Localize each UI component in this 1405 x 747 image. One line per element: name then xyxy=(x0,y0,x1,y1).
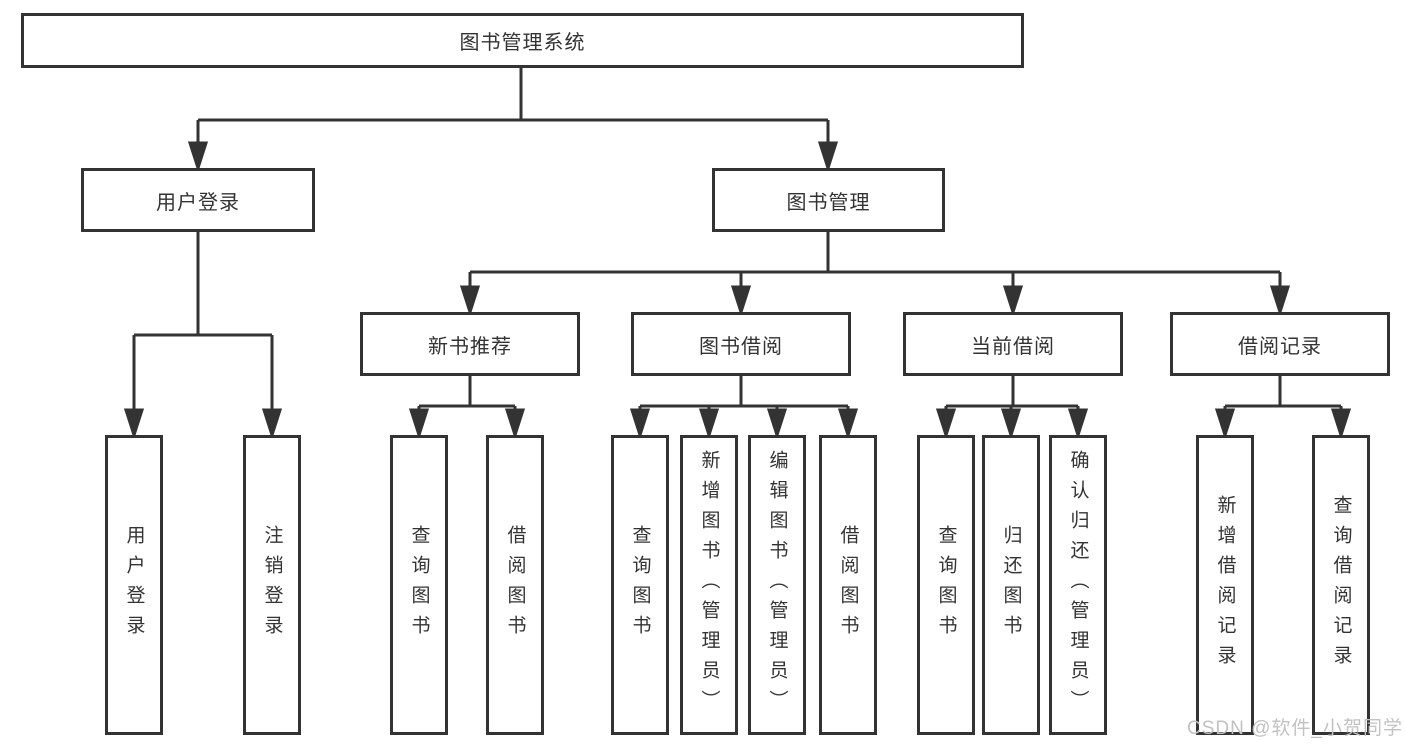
node-book-management: 图书管理 xyxy=(712,168,945,232)
node-borrowing-records: 借阅记录 xyxy=(1170,312,1390,376)
node-user-login-leaf: 用户登录 xyxy=(105,435,163,735)
arrowhead xyxy=(261,408,283,440)
arrowhead xyxy=(935,408,957,440)
node-new-book-recommend: 新书推荐 xyxy=(360,312,580,376)
node-query-books-recommend: 查询图书 xyxy=(390,435,448,735)
arrowhead xyxy=(766,408,788,440)
arrowhead xyxy=(698,408,720,440)
node-query-borrow-record: 查询借阅记录 xyxy=(1312,435,1370,735)
arrowhead xyxy=(1330,408,1352,440)
arrowhead xyxy=(408,408,430,440)
node-return-book: 归还图书 xyxy=(982,435,1040,735)
arrowhead xyxy=(817,141,839,173)
node-label: 图书管理系统 xyxy=(459,32,586,54)
node-label: 查询图书 xyxy=(629,525,651,645)
node-edit-book-admin: 编辑图书（管理员） xyxy=(748,435,806,735)
node-label: 注销登录 xyxy=(261,525,283,645)
arrowhead xyxy=(187,141,209,173)
csdn-watermark: CSDN @软件_小贺同学 xyxy=(1187,718,1403,739)
node-query-books-current: 查询图书 xyxy=(917,435,975,735)
node-borrow-books-leaf: 借阅图书 xyxy=(819,435,877,735)
node-label: 借阅图书 xyxy=(504,525,526,645)
node-label: 用户登录 xyxy=(123,525,145,645)
node-book-borrowing: 图书借阅 xyxy=(631,312,851,376)
node-label: 借阅记录 xyxy=(1238,335,1322,358)
arrowhead xyxy=(730,285,752,317)
node-label: 归还图书 xyxy=(1000,525,1022,645)
node-label: 确认归还（管理员） xyxy=(1067,450,1089,720)
node-current-borrowing: 当前借阅 xyxy=(903,312,1123,376)
node-library-system: 图书管理系统 xyxy=(21,13,1024,68)
node-label: 图书借阅 xyxy=(699,335,783,358)
arrowhead xyxy=(1067,408,1089,440)
arrowhead xyxy=(1269,285,1291,317)
node-logout: 注销登录 xyxy=(243,435,301,735)
node-label: 图书管理 xyxy=(786,191,871,214)
node-label: 编辑图书（管理员） xyxy=(766,450,788,720)
node-confirm-return-admin: 确认归还（管理员） xyxy=(1049,435,1107,735)
arrowhead xyxy=(1214,408,1236,440)
arrowhead xyxy=(504,408,526,440)
node-label: 查询图书 xyxy=(408,525,430,645)
arrowhead xyxy=(123,408,145,440)
node-label: 新增借阅记录 xyxy=(1214,495,1236,675)
node-label: 借阅图书 xyxy=(837,525,859,645)
node-label: 查询图书 xyxy=(935,525,957,645)
node-add-borrow-record: 新增借阅记录 xyxy=(1196,435,1254,735)
arrowhead xyxy=(1000,408,1022,440)
arrowhead xyxy=(837,408,859,440)
arrowhead xyxy=(1002,285,1024,317)
node-label: 用户登录 xyxy=(156,191,240,214)
arrowhead xyxy=(459,285,481,317)
node-add-book-admin: 新增图书（管理员） xyxy=(680,435,738,735)
node-borrow-books-recommend: 借阅图书 xyxy=(486,435,544,735)
node-user-login: 用户登录 xyxy=(81,168,315,232)
node-label: 新书推荐 xyxy=(428,335,512,358)
arrowhead xyxy=(629,408,651,440)
node-label: 当前借阅 xyxy=(971,335,1055,358)
node-label: 新增图书（管理员） xyxy=(698,450,720,720)
node-query-books-borrow: 查询图书 xyxy=(611,435,669,735)
node-label: 查询借阅记录 xyxy=(1330,495,1352,675)
